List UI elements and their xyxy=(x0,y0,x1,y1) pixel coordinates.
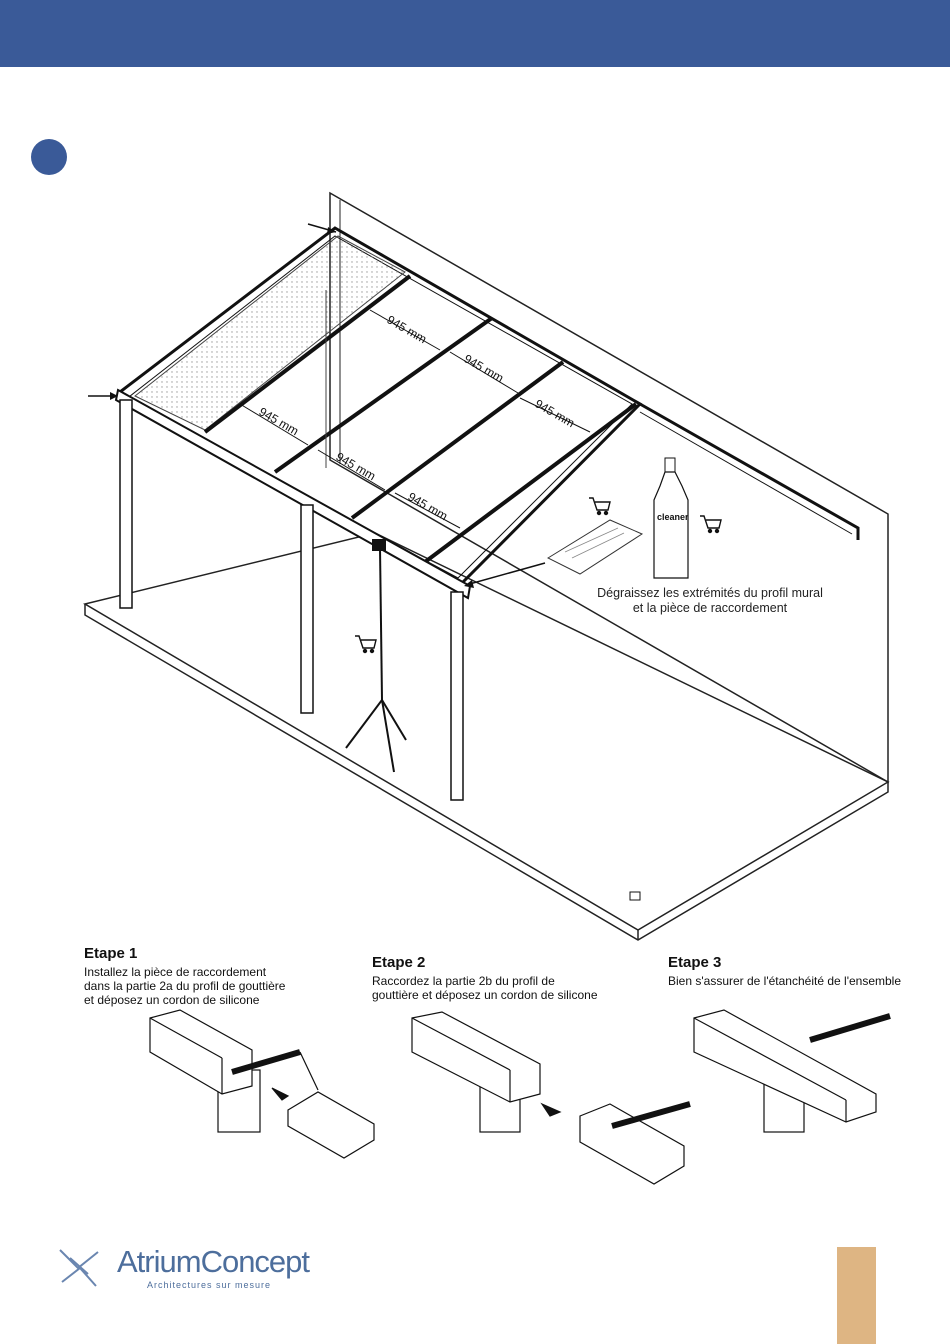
step-1-title: Etape 1 xyxy=(84,945,138,962)
post-right xyxy=(450,591,464,801)
back-wall xyxy=(329,191,889,784)
step-1-text: Installez la pièce de raccordement dans … xyxy=(84,965,286,1007)
roof-panel xyxy=(134,235,406,431)
post-left xyxy=(119,399,133,609)
step-3: Etape 3 Bien s'assurer de l'étanchéité d… xyxy=(668,954,928,988)
logo-brand: AtriumConcept xyxy=(117,1244,310,1279)
step-2: Etape 2 Raccordez la partie 2b du profil… xyxy=(372,954,602,1002)
post-middle xyxy=(300,504,314,714)
step2-illustration xyxy=(411,1011,691,1185)
step-3-title: Etape 3 xyxy=(668,954,722,971)
step-3-text: Bien s'assurer de l'étanchéité de l'ense… xyxy=(668,974,902,988)
dimension-label-2: 945 mm xyxy=(462,351,507,385)
header-band xyxy=(0,0,950,67)
dimension-label-1: 945 mm xyxy=(385,312,430,346)
cleaner-bottle-icon: cleaner xyxy=(653,457,689,579)
step3-illustration xyxy=(693,1009,891,1133)
cloth-icon xyxy=(546,519,644,575)
step-number-circle xyxy=(31,139,67,175)
shopping-cart-icon xyxy=(700,515,722,534)
dimension-label-4: 945 mm xyxy=(257,404,302,438)
caption-line-2: et la pièce de raccordement xyxy=(632,601,788,615)
page-tab xyxy=(837,1247,876,1344)
step-2-title: Etape 2 xyxy=(372,954,426,971)
step1-illustration xyxy=(149,1009,375,1159)
step-2-text: Raccordez la partie 2b du profil de gout… xyxy=(372,974,598,1002)
tripod-support xyxy=(345,539,407,773)
caption-line-1: Dégraissez les extrémités du profil mura… xyxy=(597,586,823,600)
logo-tagline: Architectures sur mesure xyxy=(147,1280,272,1290)
dimension-label-6: 945 mm xyxy=(406,489,451,523)
step-1: Etape 1 Installez la pièce de raccordeme… xyxy=(84,945,294,1007)
company-logo: AtriumConcept Architectures sur mesure xyxy=(55,1240,325,1300)
shopping-cart-icon xyxy=(355,635,377,654)
bottle-label: cleaner xyxy=(657,512,689,522)
shopping-cart-icon xyxy=(589,497,611,516)
floor-edge xyxy=(84,604,889,941)
star-logo-icon xyxy=(59,1249,99,1287)
cleaning-caption: Dégraissez les extrémités du profil mura… xyxy=(580,586,840,616)
dimension-label-3: 945 mm xyxy=(533,396,578,430)
